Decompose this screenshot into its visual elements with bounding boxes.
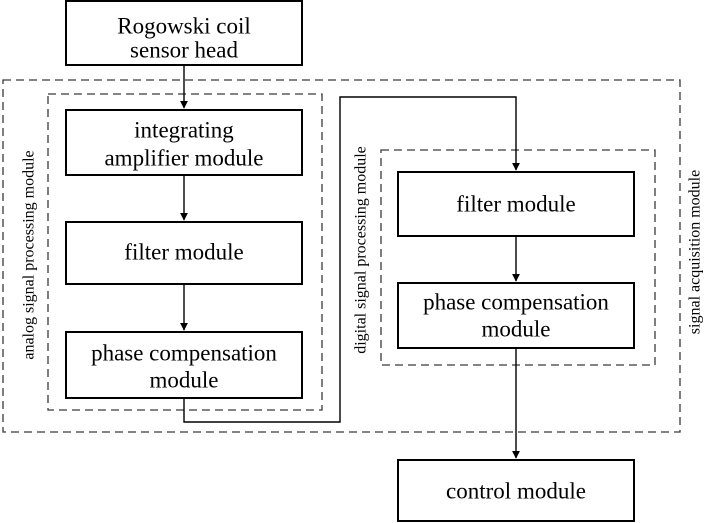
digital-phase-compensation-label-line2: module bbox=[482, 317, 551, 342]
analog-phase-compensation-label-line1: phase compensation bbox=[91, 341, 277, 366]
digital-filter-node: filter module bbox=[397, 171, 635, 237]
connectors bbox=[180, 65, 520, 459]
digital-phase-compensation-node: phase compensation module bbox=[397, 282, 635, 349]
analog-phase-compensation-label-line2: module bbox=[150, 368, 219, 393]
analog-filter-node: filter module bbox=[65, 221, 303, 285]
analog-group-label: analog signal processing module bbox=[21, 150, 38, 359]
digital-filter-label: filter module bbox=[456, 192, 575, 217]
sensor-head-label-line1: Rogowski coil bbox=[117, 14, 251, 39]
integrating-amplifier-label-line2: amplifier module bbox=[104, 146, 263, 171]
arrow-analog-to-digital bbox=[183, 96, 520, 423]
analog-phase-compensation-node: phase compensation module bbox=[65, 331, 303, 399]
control-node: control module bbox=[397, 459, 635, 522]
digital-phase-compensation-label-line1: phase compensation bbox=[423, 290, 609, 315]
digital-signal-processing-group bbox=[380, 149, 656, 366]
sensor-head-label-line2: sensor head bbox=[130, 38, 238, 63]
signal-acquisition-group bbox=[2, 79, 681, 433]
integrating-amplifier-label-line1: integrating bbox=[134, 118, 234, 143]
sensor-head-node: Rogowski coil sensor head bbox=[65, 0, 303, 66]
digital-group-label: digital signal processing module bbox=[353, 146, 370, 354]
analog-signal-processing-group bbox=[47, 93, 323, 411]
control-label: control module bbox=[446, 479, 586, 504]
integrating-amplifier-node: integrating amplifier module bbox=[65, 109, 303, 176]
acquisition-group-label: signal acquisition module bbox=[687, 170, 704, 334]
analog-filter-label: filter module bbox=[124, 240, 243, 265]
